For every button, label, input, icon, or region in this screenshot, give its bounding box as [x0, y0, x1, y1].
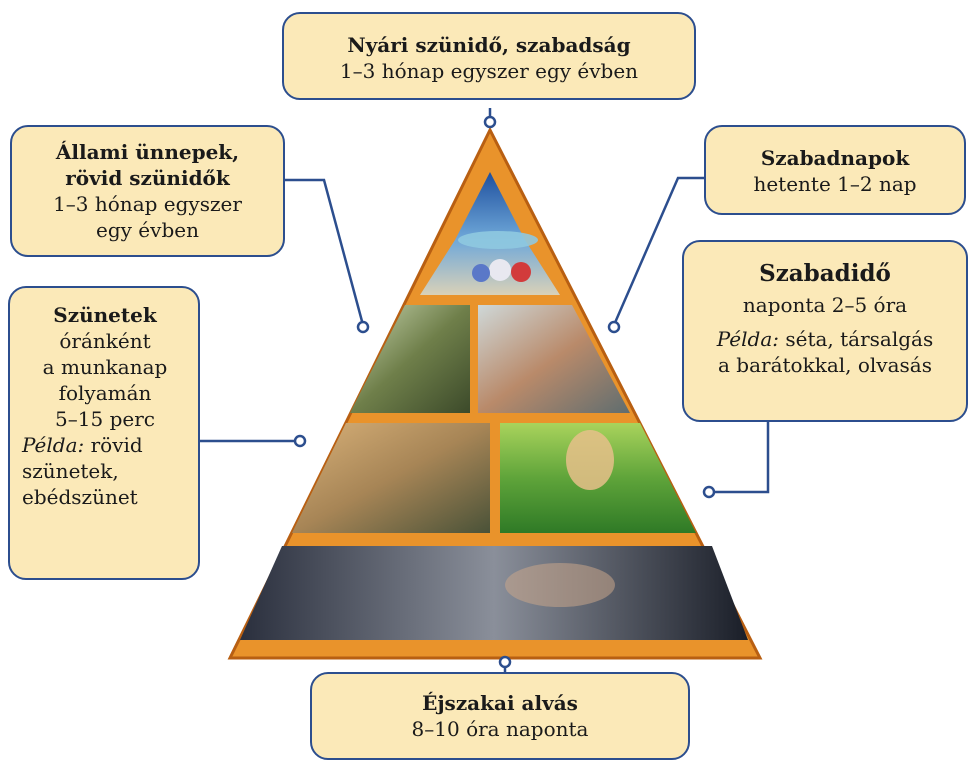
days-off-box: Szabadnapok hetente 1–2 nap — [704, 125, 966, 215]
free-time-example-cont: a barátokkal, olvasás — [718, 353, 932, 377]
breaks-line-4: 5–15 perc — [55, 407, 155, 431]
woman-sleeping-photo — [240, 546, 748, 640]
days-off-frequency: hetente 1–2 nap — [753, 172, 917, 196]
beach-photo-detail — [458, 231, 538, 249]
summer-holiday-title: Nyári szünidő, szabadság — [347, 33, 631, 57]
summer-holiday-box: Nyári szünidő, szabadság 1–3 hónap egysz… — [282, 12, 696, 100]
public-holidays-title-2: rövid szünidők — [65, 166, 230, 190]
connector-dots — [293, 115, 716, 669]
family-in-park-photo — [350, 305, 470, 413]
summer-holiday-frequency: 1–3 hónap egyszer egy évben — [339, 59, 639, 83]
free-time-frequency: naponta 2–5 óra — [742, 293, 908, 317]
public-holidays-frequency-2: egy évben — [96, 218, 199, 242]
public-holidays-frequency-1: 1–3 hónap egyszer — [53, 192, 242, 216]
beach-ball-2 — [511, 262, 531, 282]
free-time-box: Szabadidő naponta 2–5 óra Példa: séta, t… — [682, 240, 968, 422]
free-time-title: Szabadidő — [759, 260, 891, 287]
breaks-line-3: folyamán — [58, 381, 152, 405]
night-sleep-box: Éjszakai alvás 8–10 óra naponta — [310, 672, 690, 760]
free-time-example-label: Példa: — [716, 327, 780, 351]
breaks-example-label: Példa: — [22, 433, 85, 457]
breaks-line-1: óránként — [59, 329, 151, 353]
girl-on-grass-detail — [566, 430, 614, 490]
breaks-box: Szünetek óránként a munkanap folyamán 5–… — [8, 286, 200, 580]
breaks-example-text: rövid — [84, 433, 143, 457]
free-time-example-text: séta, társalgás — [779, 327, 934, 351]
beach-ball-1 — [489, 259, 511, 281]
girl-reading-at-table-photo — [292, 423, 490, 533]
breaks-line-7: ebédszünet — [22, 485, 138, 509]
sleeping-detail — [505, 563, 615, 607]
public-holidays-box: Állami ünnepek, rövid szünidők 1–3 hónap… — [10, 125, 285, 257]
breaks-example: Példa: rövid — [22, 432, 188, 458]
days-off-title: Szabadnapok — [760, 146, 910, 170]
beach-ball-3 — [472, 264, 490, 282]
free-time-example: Példa: séta, társalgás — [684, 326, 966, 352]
friends-photo — [478, 305, 630, 413]
public-holidays-title-1: Állami ünnepek, — [55, 140, 240, 164]
night-sleep-frequency: 8–10 óra naponta — [411, 717, 589, 741]
breaks-title: Szünetek — [53, 303, 157, 327]
breaks-line-6: szünetek, — [22, 459, 119, 483]
night-sleep-title: Éjszakai alvás — [422, 691, 578, 715]
breaks-line-2: a munkanap — [42, 355, 168, 379]
